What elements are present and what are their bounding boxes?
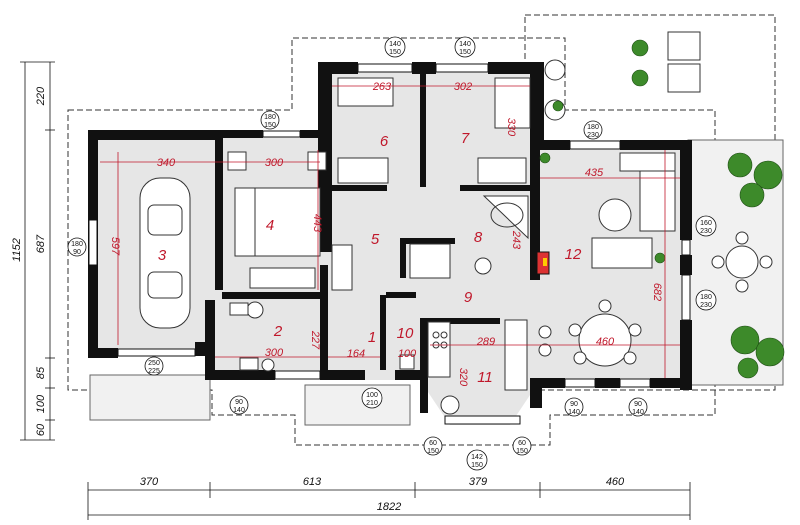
room-number: 3 bbox=[158, 247, 167, 264]
inner-dim-lines bbox=[100, 85, 680, 378]
room-dimension: 263 bbox=[372, 81, 392, 93]
room-number: 8 bbox=[474, 229, 483, 246]
outer-dimension-bottom: 370 bbox=[140, 476, 159, 488]
window-badge-bottom: 230 bbox=[587, 132, 599, 139]
room-dimension: 100 bbox=[398, 348, 417, 360]
window-badge-top: 180 bbox=[700, 294, 712, 301]
room-dimension: 227 bbox=[309, 330, 321, 350]
room-dimension: 682 bbox=[651, 283, 663, 301]
entrance-steps bbox=[304, 384, 411, 426]
room-dimension: 320 bbox=[457, 368, 469, 387]
outer-dimension-bottom: 460 bbox=[606, 476, 625, 488]
outer-dimension-left: 687 bbox=[35, 234, 47, 253]
plants bbox=[539, 39, 785, 379]
room-number: 5 bbox=[371, 231, 380, 248]
window-badge-top: 90 bbox=[634, 401, 642, 408]
room-dimension: 164 bbox=[347, 348, 365, 360]
window-badge-top: 100 bbox=[366, 392, 378, 399]
outer-dimension-left: 100 bbox=[35, 394, 47, 413]
window-badge-top: 90 bbox=[235, 399, 243, 406]
room-dimension: 340 bbox=[157, 157, 176, 169]
outer-dimension-bottom: 613 bbox=[303, 476, 322, 488]
outer-dimension-left: 220 bbox=[35, 86, 47, 106]
window-badge-top: 160 bbox=[700, 220, 712, 227]
room-dimension: 300 bbox=[265, 157, 284, 169]
window-badge-top: 180 bbox=[264, 114, 276, 121]
room-dimension: 289 bbox=[476, 336, 495, 348]
room-number: 10 bbox=[397, 325, 414, 342]
room-dimension: 460 bbox=[596, 336, 615, 348]
window-badge-top: 180 bbox=[587, 124, 599, 131]
badge-circles bbox=[67, 36, 717, 471]
outer-dimension-total-height: 1152 bbox=[11, 238, 23, 262]
room-dimension: 435 bbox=[585, 167, 604, 179]
room-number: 6 bbox=[380, 133, 389, 150]
outer-dimension-left: 85 bbox=[35, 366, 47, 379]
window-badge-bottom: 90 bbox=[73, 249, 81, 256]
window-badge-bottom: 150 bbox=[471, 462, 483, 469]
room-number: 1 bbox=[368, 329, 376, 346]
windows bbox=[88, 63, 691, 425]
room-number: 9 bbox=[464, 289, 473, 306]
window-badge-bottom: 230 bbox=[700, 302, 712, 309]
window-badge-top: 180 bbox=[71, 241, 83, 248]
outer-dimension-bottom: 379 bbox=[469, 476, 487, 488]
furniture bbox=[139, 31, 773, 415]
room-number: 11 bbox=[477, 369, 493, 386]
room-number: 4 bbox=[266, 217, 274, 234]
window-badge-bottom: 140 bbox=[568, 409, 580, 416]
window-badge-bottom: 140 bbox=[632, 409, 644, 416]
window-badge-bottom: 230 bbox=[700, 228, 712, 235]
window-badge-bottom: 150 bbox=[459, 49, 471, 56]
window-badge-top: 90 bbox=[570, 401, 578, 408]
window-badge-top: 60 bbox=[518, 440, 526, 447]
room-number: 2 bbox=[273, 323, 283, 340]
room-number: 7 bbox=[461, 130, 470, 147]
room-dimension: 302 bbox=[454, 81, 472, 93]
window-badge-bottom: 140 bbox=[233, 407, 245, 414]
window-badge-bottom: 150 bbox=[264, 122, 276, 129]
room-dimension: 300 bbox=[265, 347, 284, 359]
window-badge-top: 250 bbox=[148, 360, 160, 367]
outer-dimension-left: 60 bbox=[35, 423, 47, 436]
outer-dim-lines bbox=[20, 61, 691, 520]
window-badge-bottom: 150 bbox=[427, 448, 439, 455]
room-dimension: 443 bbox=[311, 214, 323, 233]
front-porch bbox=[89, 374, 211, 421]
window-badge-top: 140 bbox=[389, 41, 401, 48]
window-badge-top: 60 bbox=[429, 440, 437, 447]
window-badge-top: 142 bbox=[471, 454, 483, 461]
room-dimension: 243 bbox=[510, 230, 522, 250]
room-dimension: 330 bbox=[505, 118, 517, 137]
outer-dimension-total-width: 1822 bbox=[377, 501, 401, 513]
window-badge-bottom: 225 bbox=[148, 368, 160, 375]
window-badge-top: 140 bbox=[459, 41, 471, 48]
window-badge-bottom: 150 bbox=[516, 448, 528, 455]
room-number: 12 bbox=[565, 246, 582, 263]
window-badge-bottom: 150 bbox=[389, 49, 401, 56]
window-badge-bottom: 210 bbox=[366, 400, 378, 407]
room-dimension: 597 bbox=[109, 237, 121, 256]
